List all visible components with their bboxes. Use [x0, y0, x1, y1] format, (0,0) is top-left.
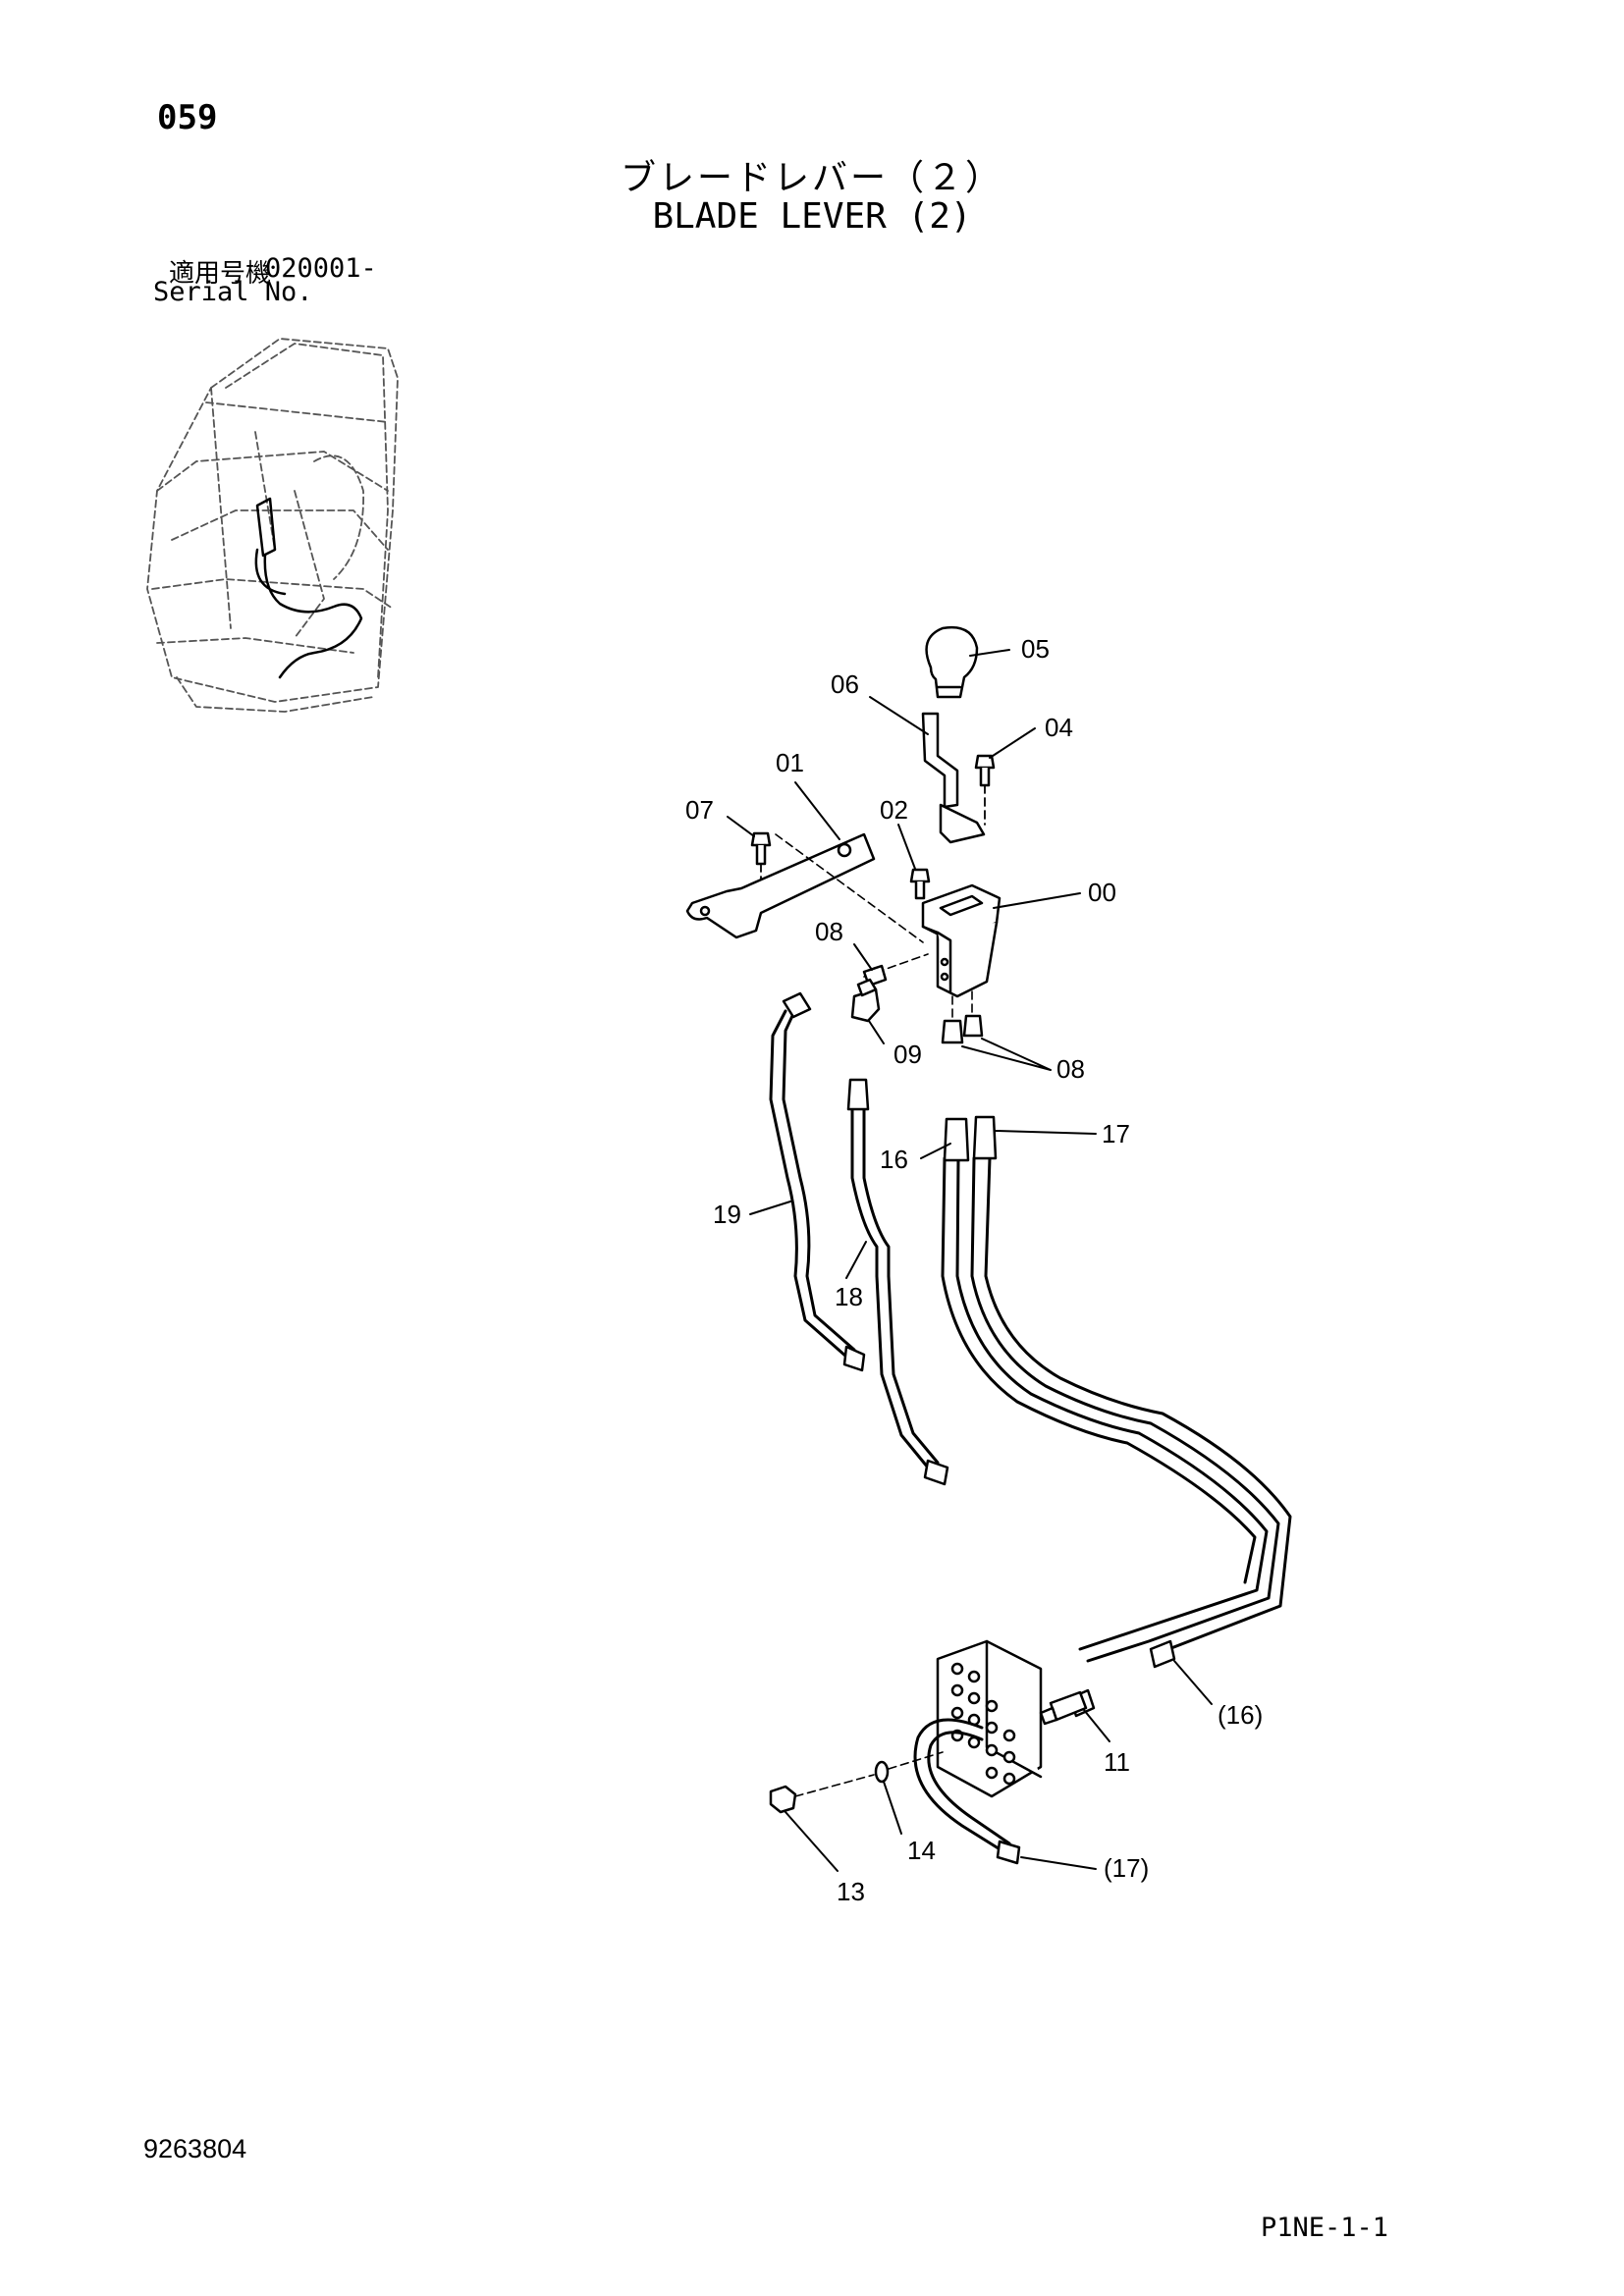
hose-18-end-fittings [846, 1078, 949, 1486]
title-english: BLADE LEVER (2) [652, 196, 972, 237]
callout-19: 19 [713, 1200, 741, 1229]
centerline-01 [775, 833, 924, 943]
document-number: 9263804 [143, 2134, 247, 2163]
hoses-16-17 [941, 1156, 1292, 1663]
callout-07: 07 [685, 795, 714, 825]
lever-rod-06 [921, 712, 986, 844]
callout-17: 17 [1102, 1119, 1130, 1148]
callout-labels: 05 06 04 01 07 02 00 08 09 08 17 16 19 1… [685, 634, 1263, 1906]
serial-label-english: Serial No. [153, 277, 313, 307]
callout-18: 18 [835, 1282, 863, 1311]
callout-00: 00 [1088, 878, 1116, 907]
callout-17-ref: (17) [1104, 1853, 1149, 1883]
hose-17-lower [913, 1718, 1011, 1852]
leader-lines [727, 649, 1213, 1872]
callout-16: 16 [880, 1145, 908, 1174]
hose-19 [769, 1003, 856, 1359]
bolt-02 [909, 868, 931, 900]
callout-05: 05 [1021, 634, 1050, 664]
page-number: 059 [157, 98, 218, 137]
bolt-07 [750, 831, 772, 866]
serial-label-japanese: 適用号機 [169, 259, 272, 289]
callout-01: 01 [776, 748, 804, 777]
callout-08-upper: 08 [815, 917, 843, 946]
hose-19-end-fittings [782, 991, 866, 1372]
callout-02: 02 [880, 795, 908, 825]
callout-09: 09 [893, 1040, 922, 1069]
lever-highlight-thumbnail [254, 497, 363, 679]
fitting-08-lower [941, 1014, 984, 1044]
centerline-08b [951, 990, 973, 1022]
callout-04: 04 [1045, 713, 1073, 742]
pilot-valve-00 [921, 883, 1001, 998]
fitting-11 [1039, 1690, 1088, 1726]
bolt-04 [974, 754, 996, 787]
elbow-09 [850, 978, 881, 1023]
washer-14 [874, 1760, 890, 1784]
callout-13: 13 [837, 1877, 865, 1906]
callout-16-ref: (16) [1218, 1700, 1263, 1730]
junction-block [936, 1639, 1043, 1798]
hose-17-lower-fitting [996, 1840, 1021, 1865]
centerline-08a [863, 953, 929, 978]
hose-16-17-fittings [943, 1115, 1176, 1718]
title-japanese: ブレードレバー（２） [620, 158, 1003, 198]
callout-08-lower: 08 [1056, 1054, 1085, 1084]
hose-18 [850, 1102, 940, 1469]
serial-value: 020001- [265, 253, 377, 284]
callout-14: 14 [907, 1836, 936, 1865]
page-code: P1NE-1-1 [1261, 2213, 1389, 2243]
centerline-13-14 [794, 1751, 944, 1797]
nut-13 [769, 1785, 797, 1814]
callout-06: 06 [831, 669, 859, 699]
bracket-01 [685, 832, 876, 939]
machine-overview-thumbnail [146, 338, 399, 713]
knob-05 [925, 625, 979, 699]
callout-11: 11 [1104, 1747, 1130, 1777]
